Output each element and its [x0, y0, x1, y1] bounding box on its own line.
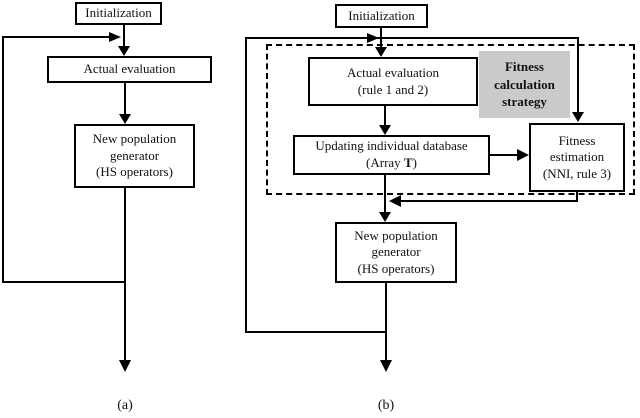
- node-label: Initialization: [85, 5, 152, 21]
- note-label: Fitness calculation strategy: [494, 59, 555, 110]
- arrowhead-right-b-fitness-est: [517, 149, 529, 161]
- caption-b: (b): [377, 398, 395, 413]
- node-fitness-estimation: Fitness estimation (NNI, rule 3): [529, 123, 625, 192]
- node-updating-individual-database: Updating individual database (Array T): [293, 135, 490, 175]
- arrowhead-down-a-newpop: [119, 114, 131, 124]
- arrowhead-right-a-feedback: [109, 32, 121, 42]
- database-title-line: Updating individual database: [315, 138, 468, 154]
- arrowhead-down-b-eval: [375, 47, 387, 57]
- node-new-population-generator-a: New population generator (HS operators): [74, 124, 195, 188]
- arrowhead-right-b-feedback: [367, 33, 379, 43]
- node-new-population-generator-b: New population generator (HS operators): [335, 222, 457, 283]
- flow-line-b-fitness-est-return: [401, 192, 578, 202]
- caption-a: (a): [117, 398, 133, 413]
- node-label: Fitness estimation (NNI, rule 3): [542, 132, 612, 181]
- arrowhead-down-a-output: [119, 360, 131, 372]
- flow-line-a-feedback-loop: [2, 36, 125, 283]
- node-label: Actual evaluation: [83, 61, 176, 77]
- dashed-region-fitness-strategy: [266, 44, 635, 195]
- node-label: Updating individual database (Array T): [315, 138, 467, 171]
- flow-line-b-feedback-loop: [245, 37, 579, 333]
- node-label: New population generator (HS operators): [92, 131, 177, 180]
- arrowhead-down-a-eval: [118, 46, 130, 56]
- arrowhead-down-b-database: [379, 125, 391, 135]
- note-fitness-calculation-strategy: Fitness calculation strategy: [479, 51, 570, 118]
- node-actual-evaluation-a: Actual evaluation: [47, 56, 212, 83]
- database-array-line: (Array T): [366, 155, 417, 170]
- arrowhead-down-b-output: [380, 360, 392, 372]
- node-initialization-b: Initialization: [335, 4, 428, 28]
- node-initialization-a: Initialization: [75, 2, 162, 25]
- node-label: Actual evaluation (rule 1 and 2): [346, 64, 440, 97]
- node-label: New population generator (HS operators): [354, 227, 438, 276]
- node-label: Initialization: [348, 7, 415, 23]
- arrowhead-left-b-return: [389, 195, 401, 207]
- node-actual-evaluation-b: Actual evaluation (rule 1 and 2): [308, 57, 478, 106]
- arrowhead-down-b-newpop: [379, 212, 391, 222]
- arrowhead-down-b-fitness-est: [572, 112, 584, 122]
